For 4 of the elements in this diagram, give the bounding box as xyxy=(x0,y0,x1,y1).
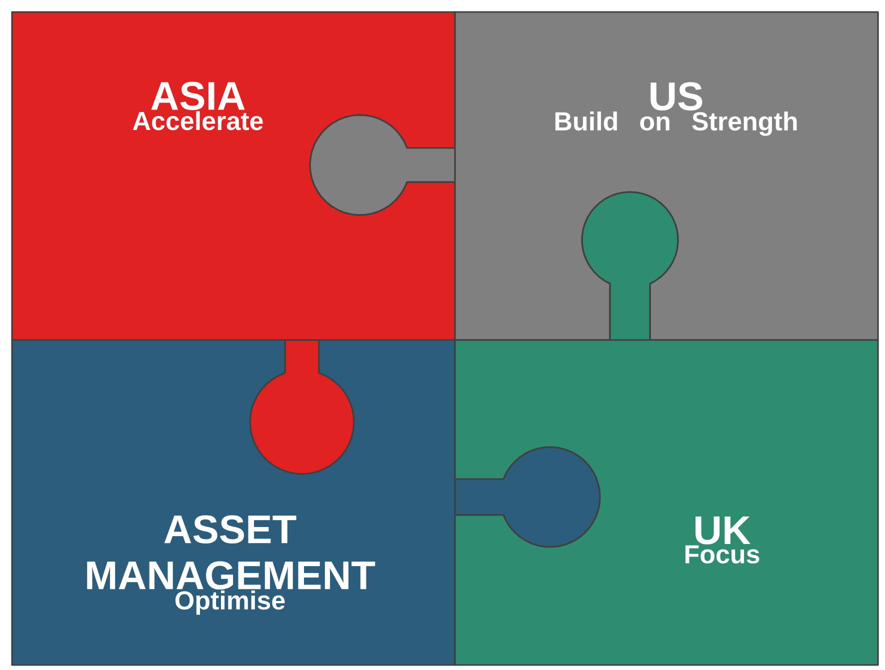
puzzle-piece: ASIA Accelerate xyxy=(11,11,456,475)
puzzle-piece: US Build on Strength xyxy=(309,11,879,341)
puzzle-piece: ASSET MANAGEMENT Optimise xyxy=(11,339,601,666)
puzzle-piece: UK Focus xyxy=(454,191,879,666)
